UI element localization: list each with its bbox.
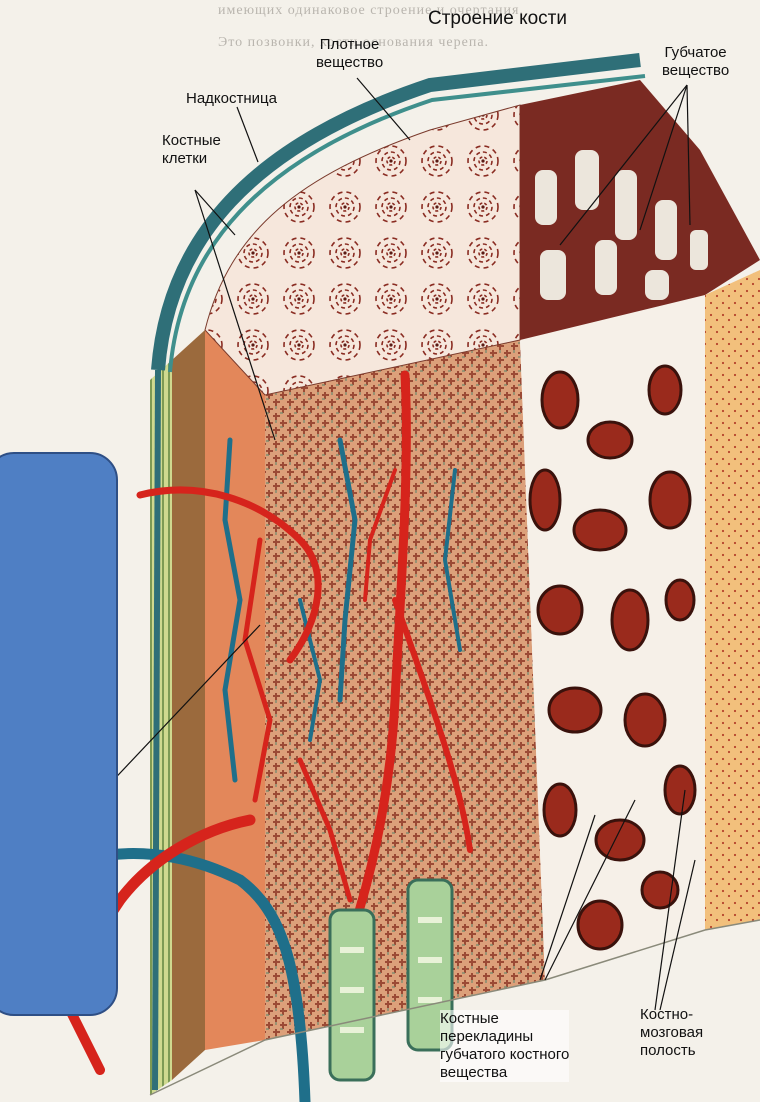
label-marrow-cavity: Костно- мозговая полость: [640, 1006, 703, 1060]
outer-cortex-layer: [172, 330, 205, 1080]
label-periosteum: Надкостница: [186, 90, 277, 108]
label-spongy-substance: Губчатое вещество: [662, 44, 729, 80]
diagram-title: Строение кости: [428, 8, 567, 30]
marrow-cavity-wall: [705, 270, 760, 930]
label-bone-cells: Костные клетки: [162, 132, 221, 168]
label-dense-substance: Плотное вещество: [316, 36, 383, 72]
label-bone-trabeculae: Костные перекладины губчатого костного в…: [440, 1010, 569, 1082]
blue-overlay-panel: [0, 452, 118, 1016]
compact-bone-lateral-section: [205, 330, 265, 1050]
